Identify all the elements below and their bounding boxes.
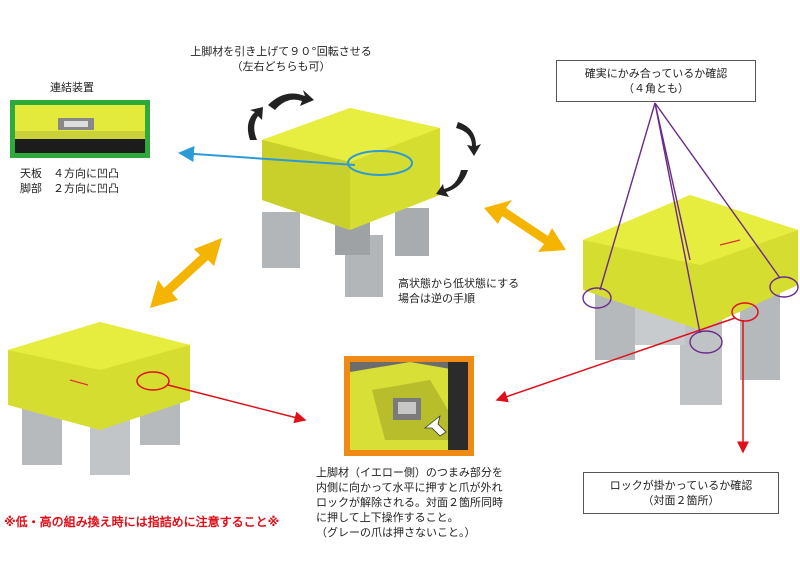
check-mesh-line2: （４角とも）	[623, 82, 689, 95]
rotation-arrows	[247, 90, 481, 197]
release-caption-line5: （グレーの爪は押さないこと。）	[316, 526, 476, 539]
connector-line1: 天板 ４方向に凹凸	[20, 167, 119, 180]
high-state-unit-illustration	[583, 195, 798, 405]
reverse-caption-line1: 高状態から低状態にする	[398, 277, 520, 290]
release-caption: 上脚材（イエロー側）のつまみ部分を 内側に向かって水平に押すと爪が外れ ロックが…	[316, 465, 503, 540]
connector-description: 天板 ４方向に凹凸 脚部 ２方向に凹凸	[20, 166, 119, 196]
reverse-caption: 高状態から低状態にする 場合は逆の手順	[398, 276, 519, 306]
lock-check-line2: （対面２箇所）	[642, 494, 720, 507]
rotate-caption: 上脚材を引き上げて９０°回転させる （左右どちらも可）	[186, 44, 376, 74]
lock-release-detail-photo	[344, 356, 474, 456]
connector-title: 連結装置	[50, 81, 94, 94]
red-arrows	[136, 302, 759, 454]
finger-pinch-warning: ※低・高の組み換え時には指詰めに注意すること※	[4, 515, 280, 529]
low-state-unit-illustration	[8, 322, 190, 475]
connector-line2: 脚部 ２方向に凹凸	[20, 182, 119, 195]
release-caption-line1: 上脚材（イエロー側）のつまみ部分を	[316, 466, 503, 479]
reverse-caption-line2: 場合は逆の手順	[398, 292, 475, 305]
lock-check-line1: ロックが掛かっているか確認	[609, 479, 753, 492]
rotate-caption-line2: （左右どちらも可）	[231, 60, 331, 73]
release-caption-line2: 内側に向かって水平に押すと爪が外れ	[316, 481, 503, 494]
connector-detail-photo	[10, 100, 150, 158]
lock-check-box: ロックが掛かっているか確認 （対面２箇所）	[583, 472, 779, 514]
check-mesh-line1: 確実にかみ合っているか確認	[584, 67, 728, 80]
check-mesh-box: 確実にかみ合っているか確認 （４角とも）	[556, 60, 756, 102]
center-unit-illustration	[262, 108, 440, 297]
connector-highlight-circle	[347, 150, 413, 176]
release-caption-line3: ロックが解除される。対面２箇所同時	[316, 496, 503, 509]
rotate-caption-line1: 上脚材を引き上げて９０°回転させる	[190, 45, 372, 58]
orange-double-arrows	[150, 200, 566, 308]
connector-pointer-arrow	[178, 145, 356, 166]
release-caption-line4: に押して上下操作すること。	[316, 511, 459, 524]
purple-check-lines	[582, 102, 799, 354]
